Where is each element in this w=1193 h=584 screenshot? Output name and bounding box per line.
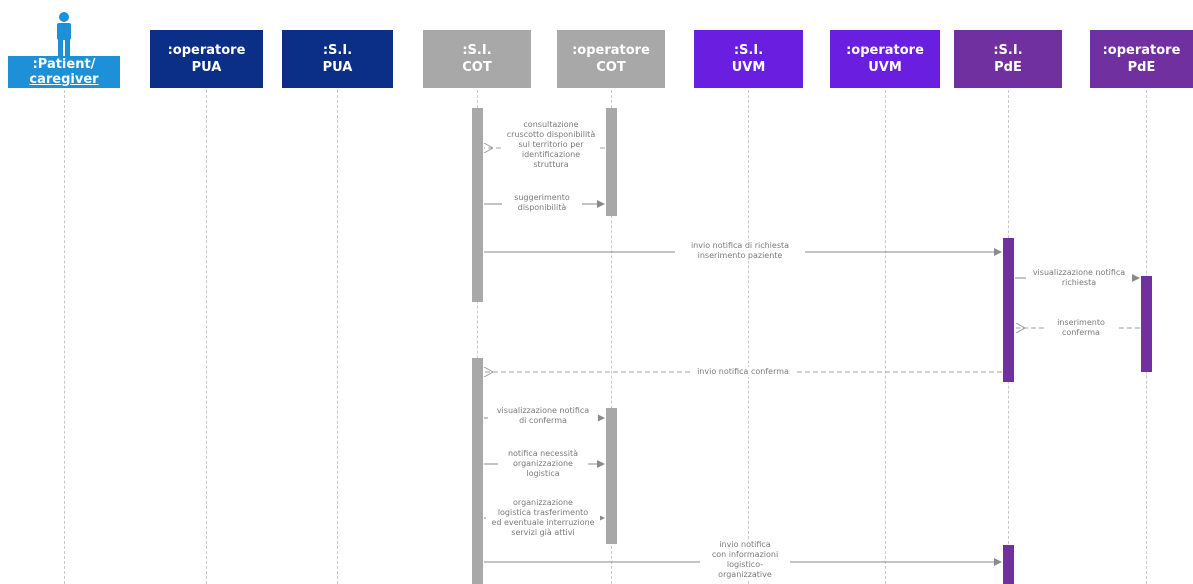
activation-si-cot-2 [472,358,483,584]
actor-si-pde-line1: :S.I. [993,43,1023,58]
actor-operatore-cot-line2: COT [596,60,626,75]
actor-patient-caregiver: :Patient/ caregiver [8,56,120,88]
lifeline-operatore-cot [611,90,612,584]
actor-si-cot: :S.I. COT [423,30,531,88]
message-label-organizzazione-logistica: organizzazione logistica trasferimento e… [486,498,600,538]
message-line: invio notifica di richiesta [690,241,790,250]
actor-si-pua: :S.I. PUA [282,30,393,88]
message-line: logistico- [726,560,764,569]
message-line: sul territorio per [518,140,584,149]
lifeline-si-cot [477,90,478,584]
message-line: struttura [533,160,569,169]
actor-si-cot-line1: :S.I. [462,43,492,58]
actor-si-uvm: :S.I. UVM [694,30,803,88]
message-line: cruscotto disponibilità [506,130,596,139]
activation-si-pde-1 [1003,238,1014,382]
activation-si-pde-2 [1003,545,1014,584]
message-line: richiesta [1061,278,1097,287]
message-line: conferma [1062,328,1100,337]
actor-si-cot-line2: COT [462,60,492,75]
message-line: inserimento paziente [697,251,783,260]
message-line: organizzazione [513,459,573,468]
actor-operatore-pde: :operatore PdE [1090,30,1193,88]
actor-patient-line1: :Patient/ [32,57,96,72]
message-label-invio-conferma: invio notifica conferma [690,367,796,377]
message-line: di conferma [519,416,567,425]
message-label-visualizzazione-conferma: visualizzazione notifica di conferma [488,406,598,426]
message-line: invio notifica [719,540,771,549]
lifeline-si-uvm [748,90,749,584]
actor-operatore-uvm-line2: UVM [868,60,902,75]
actor-operatore-pde-line2: PdE [1127,60,1156,75]
message-label-suggerimento: suggerimento disponibilità [502,193,582,213]
activation-operatore-pde-1 [1141,276,1152,372]
lifeline-operatore-uvm [885,90,886,584]
activation-si-cot-1 [472,108,483,302]
actor-operatore-pde-line1: :operatore [1102,43,1181,58]
actor-operatore-pua-line1: :operatore [167,43,246,58]
actor-si-pde: :S.I. PdE [954,30,1062,88]
actor-operatore-cot-line1: :operatore [572,43,650,58]
message-label-consultazione: consultazione cruscotto disponibilità su… [503,120,599,170]
message-label-invio-info-logistico: invio notifica con informazioni logistic… [700,540,790,580]
message-line: logistica [526,469,560,478]
message-line: notifica necessità [507,449,579,458]
message-label-invio-richiesta: invio notifica di richiesta inserimento … [675,241,805,261]
actor-si-pde-line2: PdE [994,60,1022,75]
message-line: consultazione [523,120,579,129]
message-line: invio notifica conferma [697,367,789,376]
message-line: inserimento [1057,318,1105,327]
message-line: servizi già attivi [511,528,575,537]
message-line: disponibilità [517,203,567,212]
actor-operatore-uvm: :operatore UVM [830,30,940,88]
actor-operatore-pua: :operatore PUA [150,30,263,88]
message-line: logistica trasferimento [497,508,589,517]
patient-person-icon [53,12,75,56]
message-line: con informazioni [711,550,779,559]
message-line: visualizzazione notifica [496,406,590,415]
actor-si-pua-line1: :S.I. [322,43,353,58]
message-line: suggerimento [514,193,570,202]
message-label-inserimento-conferma: inserimento conferma [1046,318,1116,338]
actor-si-pua-line2: PUA [322,60,353,75]
actor-operatore-pua-line2: PUA [191,60,222,75]
lifeline-operatore-pua [206,90,207,584]
message-line: ed eventuale interruzione [491,518,595,527]
message-line: visualizzazione notifica [1032,268,1126,277]
actor-patient-line2: caregiver [29,72,99,87]
lifeline-patient [64,90,65,584]
message-label-visualizzazione-richiesta: visualizzazione notifica richiesta [1026,268,1132,288]
activation-operatore-cot-1 [606,108,617,216]
message-label-notifica-necessita: notifica necessità organizzazione logist… [498,449,588,479]
actor-operatore-cot: :operatore COT [557,30,665,88]
lifeline-si-pua [337,90,338,584]
actor-operatore-uvm-line1: :operatore [846,43,924,58]
actor-si-uvm-line2: UVM [731,60,766,75]
actor-si-uvm-line1: :S.I. [733,43,764,58]
message-line: identificazione [521,150,581,159]
activation-operatore-cot-2 [606,408,617,544]
message-line: organizzazione [513,498,573,507]
message-line: organizzative [718,570,772,579]
